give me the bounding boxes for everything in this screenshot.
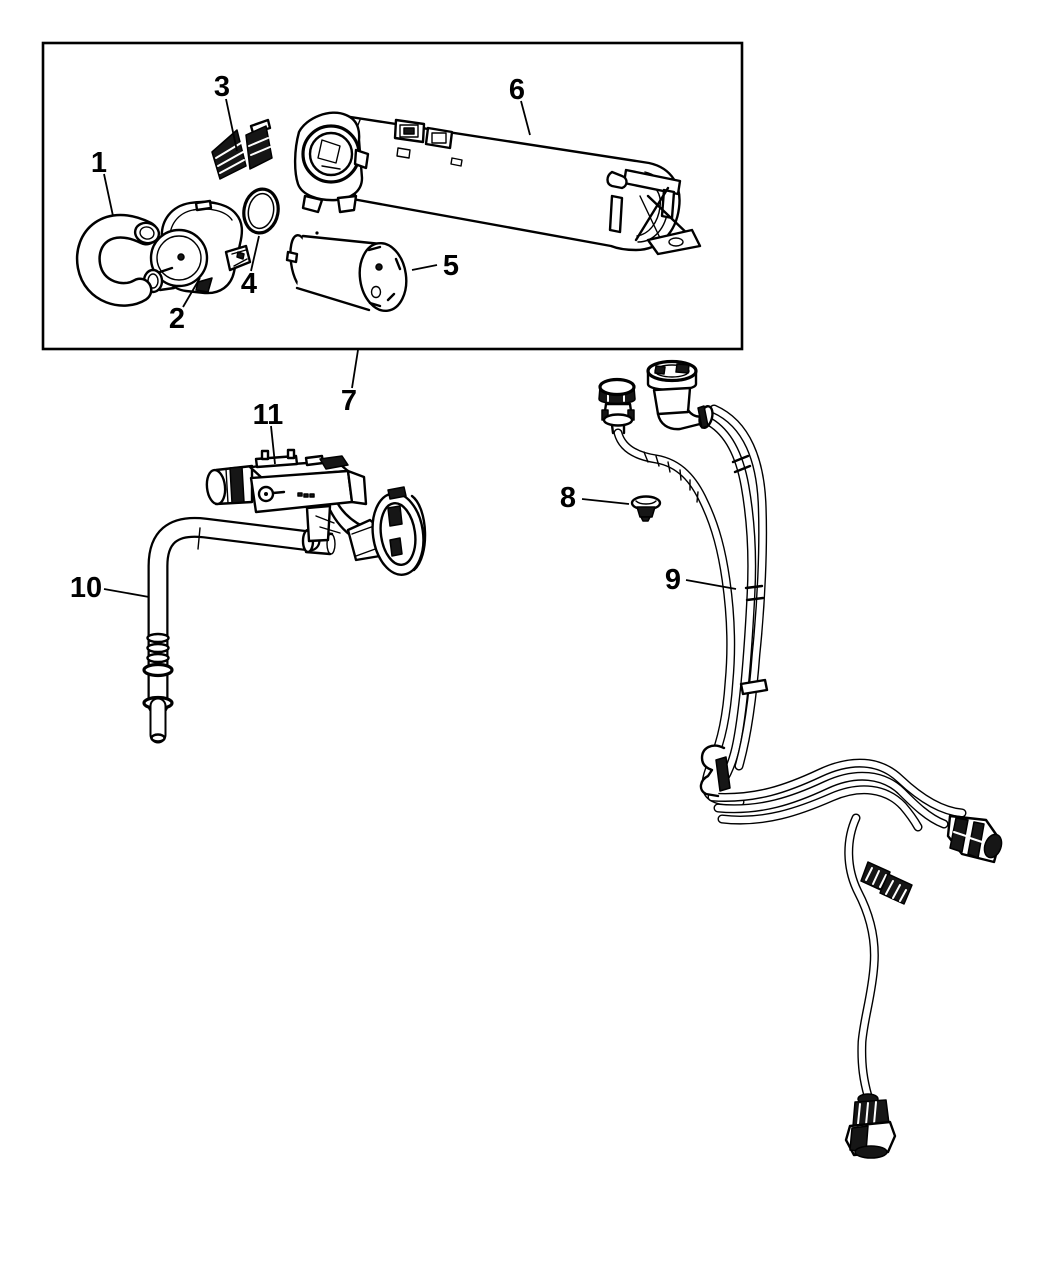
callout-10: 10 <box>70 572 102 604</box>
callout-9: 9 <box>665 564 681 596</box>
leak-detection-pump-drawing <box>142 199 252 295</box>
callout-7: 7 <box>341 385 357 417</box>
callout-11-leader <box>270 425 276 465</box>
callout-5-leader <box>411 264 438 271</box>
callout-6: 6 <box>509 74 525 106</box>
callout-layer: 1 2 3 4 5 6 7 8 9 10 11 <box>70 71 737 604</box>
assembly-box <box>41 41 744 351</box>
callout-7-leader <box>351 349 359 389</box>
callout-2-leader <box>182 277 201 308</box>
callout-8-leader <box>581 498 630 505</box>
callout-1-leader <box>103 173 114 217</box>
callout-8: 8 <box>560 482 576 514</box>
canister-filter-element-drawing <box>285 231 408 313</box>
callout-2: 2 <box>169 303 185 335</box>
callout-3: 3 <box>214 71 230 103</box>
callout-4-leader <box>250 235 260 272</box>
purge-valve-assembly-drawing <box>205 448 427 576</box>
o-ring-drawing <box>242 187 280 235</box>
fuel-vapor-tube-bundle-drawing <box>598 359 1003 1159</box>
vent-hose-drawing <box>75 213 161 307</box>
callout-5: 5 <box>443 250 459 282</box>
pump-filter-drawing <box>211 118 273 180</box>
callout-3-leader <box>225 98 238 152</box>
retainer-clip-drawing <box>630 495 662 522</box>
callout-6-leader <box>520 100 531 136</box>
callout-10-leader <box>103 588 150 598</box>
callout-4: 4 <box>241 268 257 300</box>
callout-11: 11 <box>253 399 284 431</box>
vent-tube-drawing <box>142 516 336 744</box>
vapor-canister-drawing <box>293 111 702 256</box>
callout-1: 1 <box>91 147 107 179</box>
callout-9-leader <box>685 579 737 590</box>
